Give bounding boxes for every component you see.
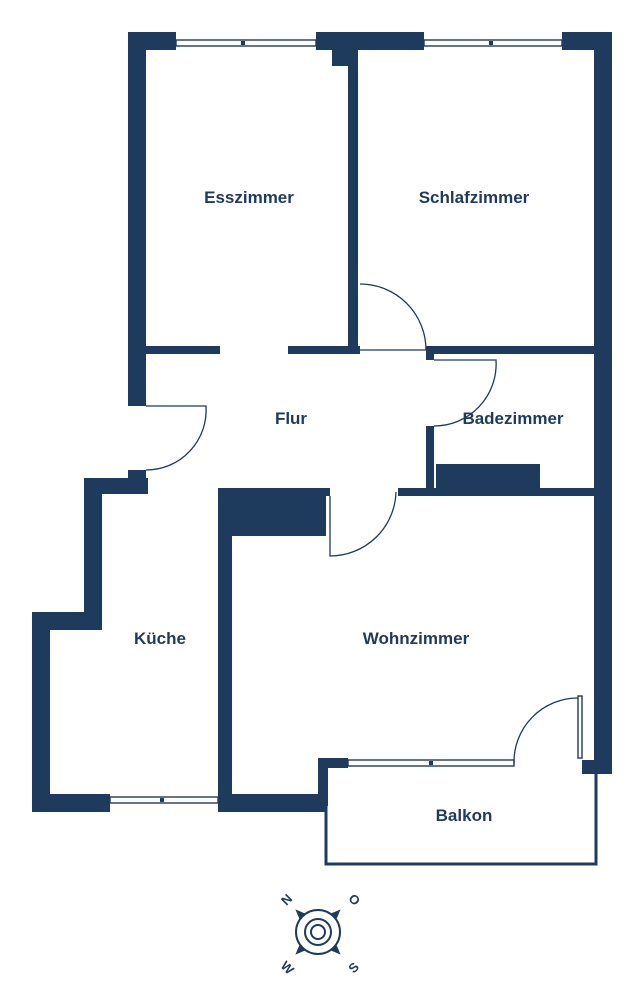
compass-south: S — [345, 959, 362, 976]
window-esszimmer — [175, 39, 317, 47]
wall-kueche-bottom-left — [32, 794, 110, 812]
wall-esszimmer-left — [128, 32, 146, 406]
window-tick — [489, 41, 493, 45]
label-flur: Flur — [275, 409, 307, 428]
walls — [32, 32, 612, 812]
door-balkon — [513, 697, 579, 765]
door-badezimmer — [433, 359, 497, 427]
bathtub — [436, 464, 540, 488]
compass-inner-ring — [304, 918, 332, 946]
window-kueche — [109, 796, 219, 804]
label-schlafzimmer: Schlafzimmer — [419, 188, 530, 207]
wall-kueche-left-upper — [84, 478, 102, 628]
wall-wohn-bottom-stub2 — [318, 758, 328, 806]
window-tick — [160, 798, 164, 802]
label-balkon: Balkon — [436, 806, 493, 825]
compass-center — [310, 924, 326, 940]
window-ticks — [160, 41, 493, 802]
wall-esszimmer-bottom-right — [288, 346, 360, 354]
door-wohnzimmer — [329, 491, 397, 557]
wall-top-mid-stub — [332, 50, 350, 66]
wall-esszimmer-bottom-left — [146, 346, 220, 354]
doors — [145, 283, 579, 765]
compass-star-icon — [295, 909, 341, 955]
label-badezimmer: Badezimmer — [462, 409, 563, 428]
wall-ess-schlaf — [348, 50, 358, 354]
wall-wohn-left-block — [222, 496, 326, 536]
wall-wohn-bottom-left — [218, 794, 326, 812]
wall-wohn-top-left — [218, 488, 330, 496]
label-kueche: Küche — [134, 629, 186, 648]
wall-right-lower-stub — [582, 760, 612, 774]
wall-wohn-top-right — [398, 488, 594, 496]
wall-bad-left-upper — [426, 346, 434, 360]
door-flur-entry — [145, 405, 207, 471]
window-schlafzimmer — [423, 39, 563, 47]
compass-east: O — [345, 891, 363, 909]
wall-top-mid — [316, 32, 424, 50]
door-schlafzimmer — [359, 283, 427, 351]
compass-outer-ring — [295, 909, 341, 955]
label-esszimmer: Esszimmer — [204, 188, 294, 207]
wall-wohn-bottom-stub — [318, 758, 348, 768]
compass-north: N — [278, 891, 295, 908]
window-balkon-door — [577, 695, 583, 759]
window-tick — [241, 41, 245, 45]
wall-kueche-left-lower — [32, 612, 50, 812]
label-wohnzimmer: Wohnzimmer — [363, 629, 470, 648]
wall-right-outer — [594, 32, 612, 774]
room-labels: Esszimmer Schlafzimmer Flur Badezimmer K… — [134, 188, 564, 825]
balkon-outline — [324, 774, 598, 866]
window-tick — [429, 761, 433, 765]
compass: N O S W — [278, 891, 364, 978]
wall-bad-top — [426, 346, 594, 354]
wall-bad-left-lower — [426, 426, 434, 496]
compass-west: W — [278, 958, 298, 978]
wall-kueche-wohn — [218, 488, 232, 812]
